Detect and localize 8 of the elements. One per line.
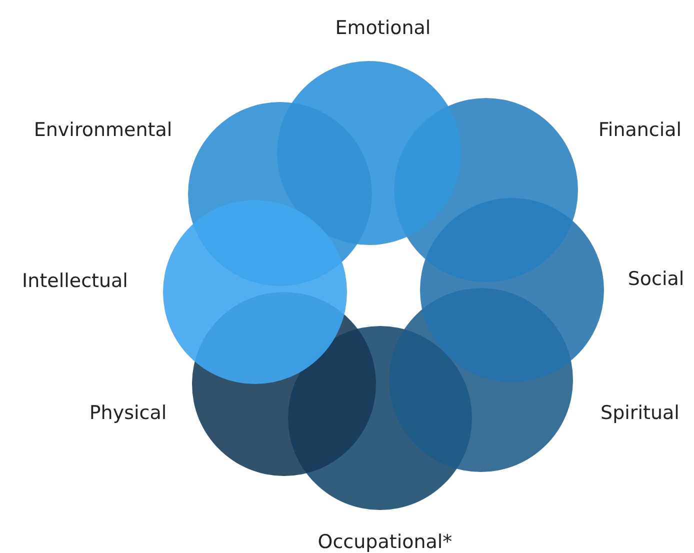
circle-label: Social <box>628 268 684 290</box>
circle-label: Physical <box>89 402 167 424</box>
circle-label: Emotional <box>335 17 431 39</box>
circle-label: Financial <box>598 118 682 141</box>
circle-label: Intellectual <box>22 270 128 292</box>
circle-label: Environmental <box>34 118 172 141</box>
circle-label: Occupational* <box>318 531 452 553</box>
circle-label: Spiritual <box>600 402 680 424</box>
